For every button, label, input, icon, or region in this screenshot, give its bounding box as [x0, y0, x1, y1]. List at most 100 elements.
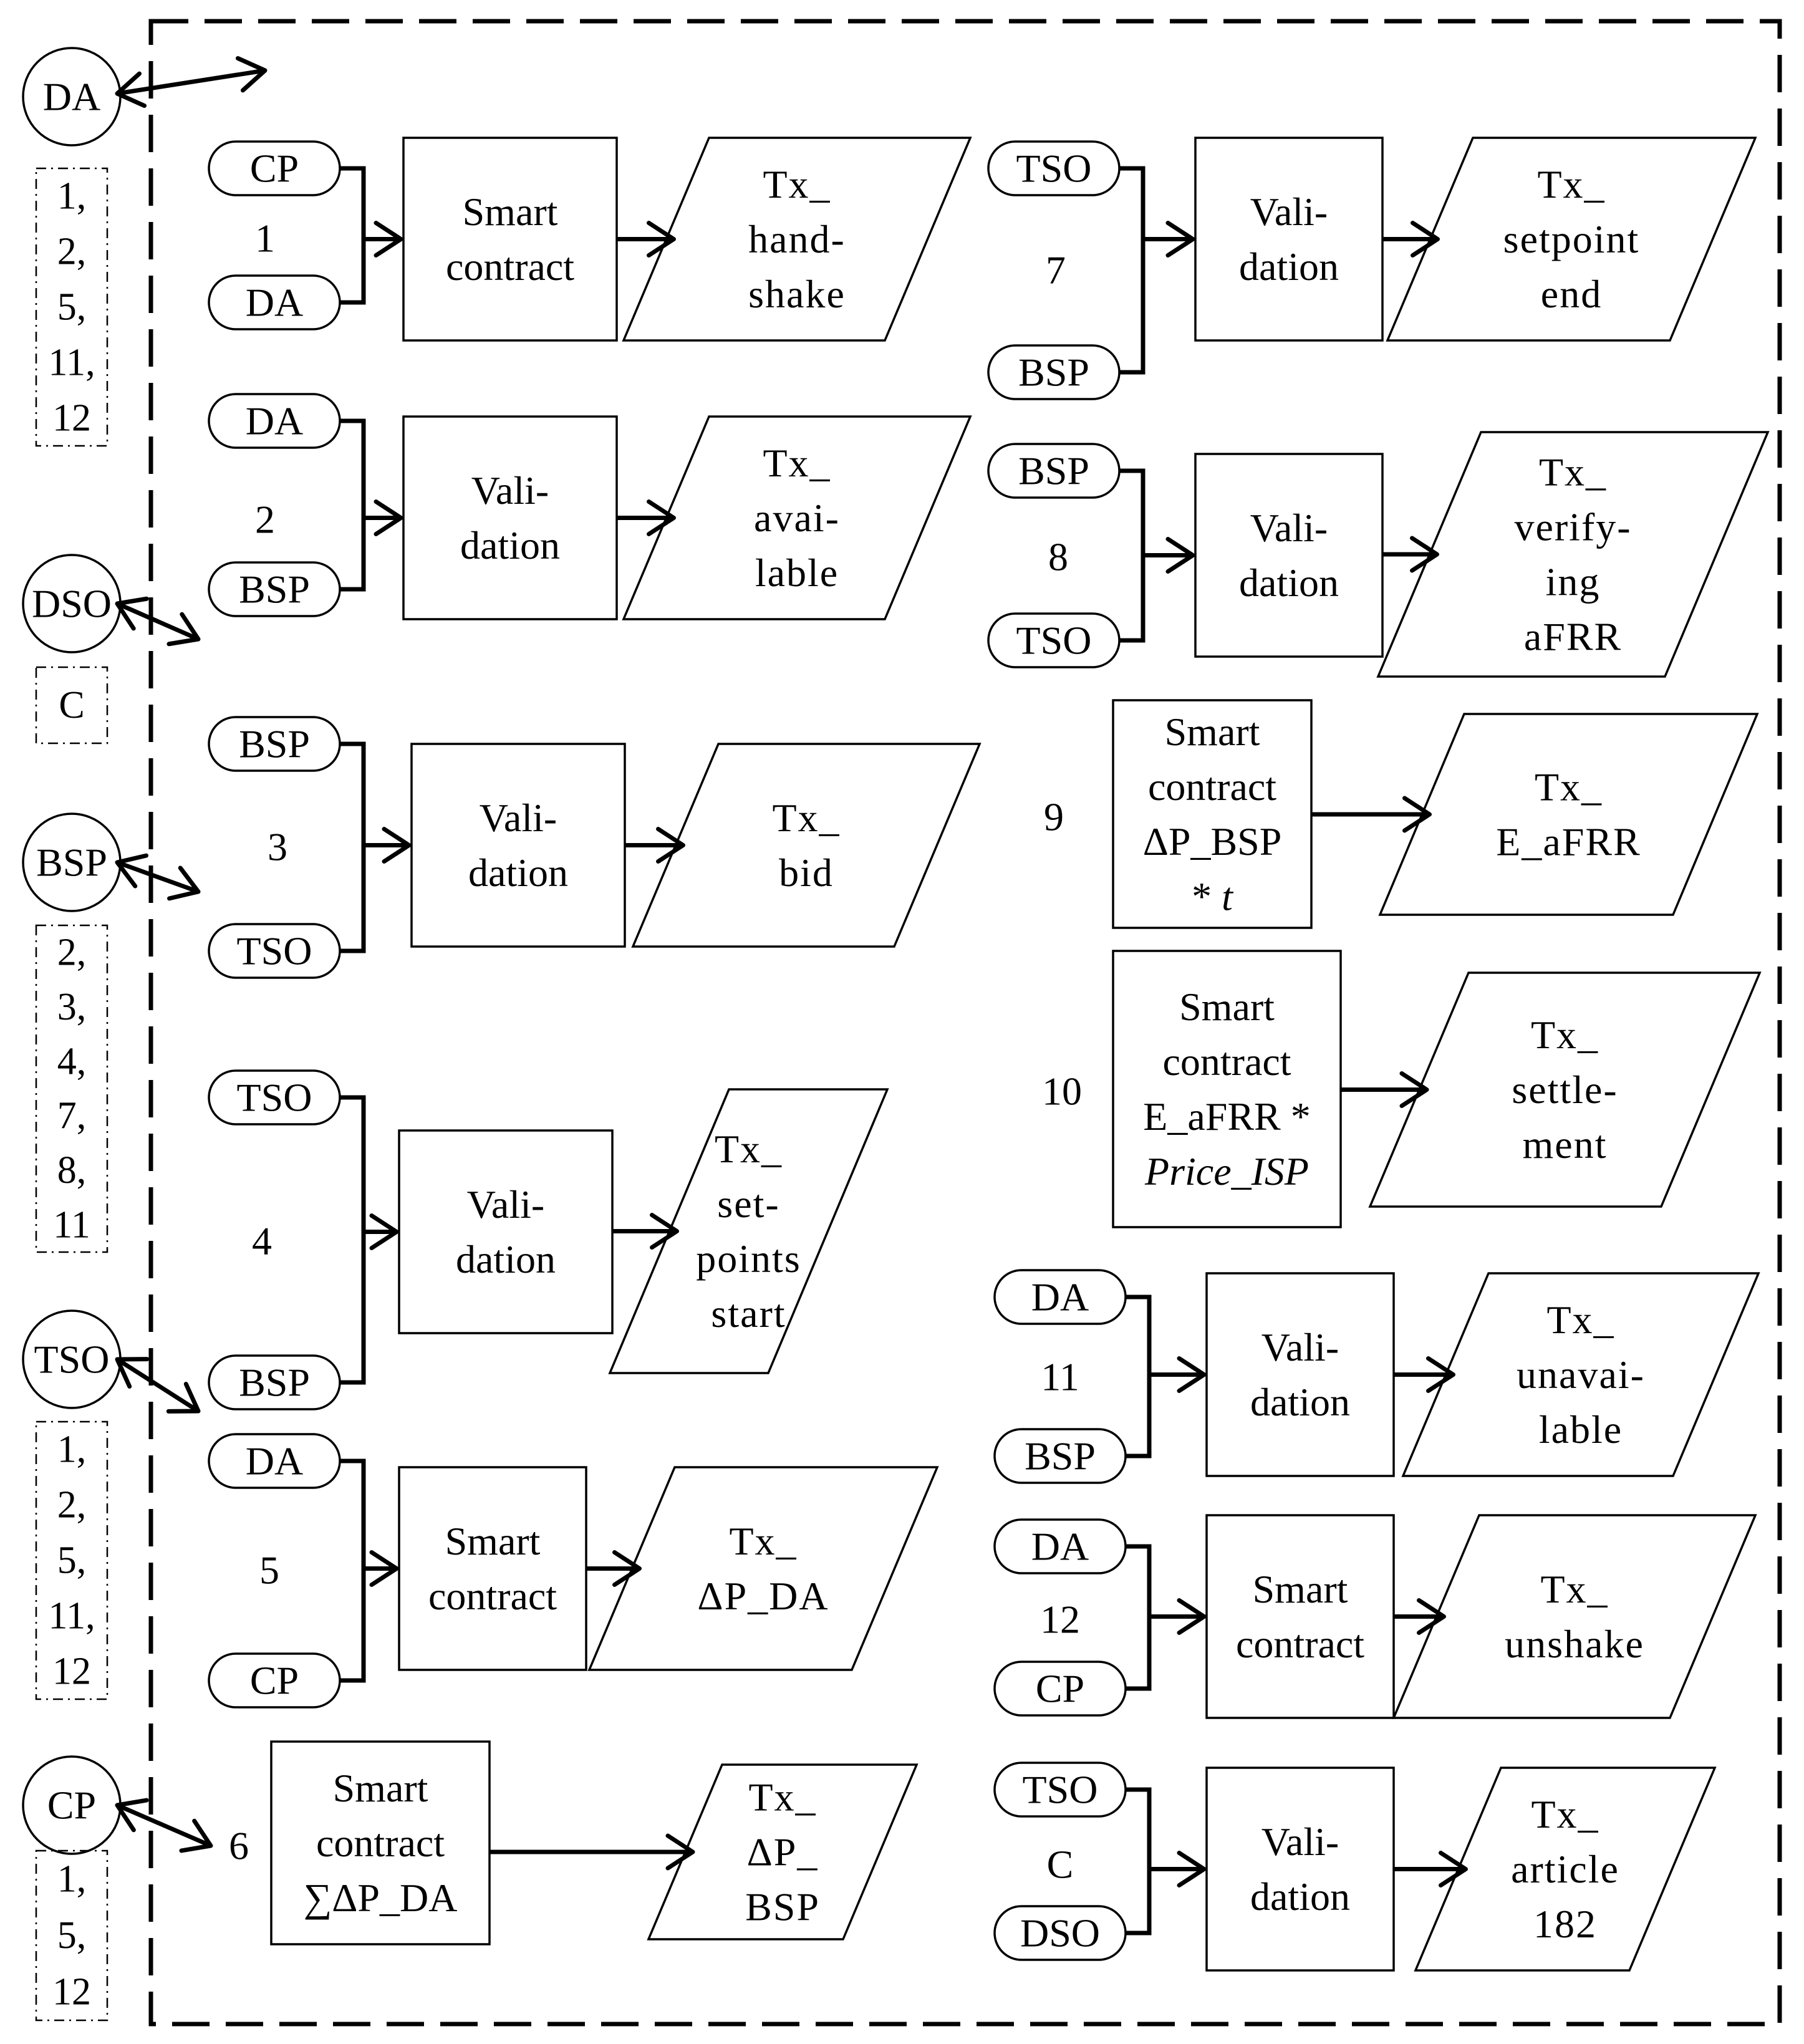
input-label: TSO — [1016, 619, 1092, 663]
output-transaction — [1368, 971, 1762, 1208]
input-bsp: BSP — [208, 716, 341, 772]
input-label: TSO — [1023, 1768, 1098, 1812]
arrow-head — [1165, 221, 1195, 258]
input-bracket — [1126, 1294, 1152, 1458]
output-transaction — [1376, 431, 1770, 678]
action-label: dation — [468, 851, 568, 895]
input-tso: TSO — [208, 1069, 341, 1126]
input-arrow — [364, 1550, 399, 1587]
input-label: DA — [246, 1439, 303, 1483]
input-bracket — [340, 1458, 366, 1683]
arrow-head — [650, 1213, 679, 1250]
action-label: Smart — [333, 1766, 428, 1810]
input-label: TSO — [237, 1076, 312, 1120]
action-label: contract — [428, 1574, 557, 1618]
output-transaction — [631, 743, 982, 948]
input-label: CP — [250, 147, 299, 191]
input-label: TSO — [237, 929, 312, 973]
action-label: Vali- — [1261, 1820, 1339, 1864]
input-bracket — [1126, 1787, 1152, 1936]
input-da: DA — [208, 274, 341, 330]
process-number: C — [1047, 1843, 1074, 1887]
input-bsp: BSP — [987, 443, 1121, 499]
actor-da: DA1,2,5,11,12 — [22, 47, 268, 447]
arrow-head — [612, 1550, 642, 1587]
action-label: Vali- — [1261, 1325, 1339, 1369]
actor-process-list: 1,2,5,11,12 — [35, 1420, 109, 1700]
output-label: set- — [717, 1182, 779, 1226]
input-cp: CP — [208, 1652, 341, 1709]
process-number: 7 — [1046, 248, 1066, 292]
input-label: BSP — [1025, 1434, 1096, 1478]
process-list-item: 7, — [57, 1095, 87, 1137]
process-list-item: C — [59, 684, 84, 726]
process-list-box — [35, 924, 109, 1253]
output-label: Tx_ — [772, 796, 840, 840]
action-label: E_aFRR * — [1143, 1094, 1310, 1139]
arrow-head — [179, 1818, 213, 1853]
output-label: hand- — [748, 217, 846, 261]
action-label: contract — [1162, 1039, 1291, 1084]
input-cp: CP — [208, 140, 341, 196]
output-arrow — [625, 827, 685, 864]
process-list-item: 12 — [52, 1651, 91, 1693]
process-list-item: 3, — [57, 986, 87, 1028]
input-label: BSP — [239, 722, 310, 766]
process-list-item: 8, — [57, 1149, 87, 1192]
output-label: lable — [755, 551, 839, 595]
action-box — [1112, 950, 1342, 1228]
action-box — [1194, 137, 1384, 342]
arrow-head — [1177, 1851, 1207, 1887]
arrow-head — [665, 1833, 695, 1871]
action-label: Vali- — [1250, 190, 1328, 234]
action-label: Vali- — [480, 796, 557, 840]
process-number: 1 — [255, 216, 275, 261]
output-label: Tx_ — [729, 1519, 797, 1563]
actor-link-arrow — [115, 1357, 201, 1414]
action-label: Smart — [1253, 1567, 1348, 1611]
input-dso: DSO — [993, 1905, 1127, 1961]
output-label: Tx_ — [1537, 162, 1605, 206]
process-list-item: 1, — [57, 175, 87, 218]
arrow-head — [166, 612, 201, 647]
input-bsp: BSP — [208, 1354, 341, 1410]
output-arrow — [617, 221, 676, 258]
action-box — [402, 137, 618, 342]
output-transaction — [608, 1088, 889, 1374]
action-box — [1194, 453, 1384, 658]
process-number: 3 — [268, 825, 287, 869]
output-label: Tx_ — [1539, 450, 1607, 494]
output-label: settle- — [1512, 1068, 1618, 1112]
process-number: 12 — [1040, 1598, 1080, 1642]
output-arrow — [617, 499, 676, 536]
actor-name: CP — [47, 1783, 96, 1828]
output-transaction — [587, 1466, 939, 1671]
input-da: DA — [993, 1518, 1127, 1574]
action-box — [398, 1129, 614, 1334]
action-label: dation — [1239, 561, 1339, 605]
output-transaction — [1401, 1272, 1760, 1477]
process-list-item: 5, — [57, 1914, 87, 1957]
process-number: 2 — [255, 498, 275, 542]
process-list-box — [35, 1849, 109, 2022]
output-arrow — [1382, 221, 1440, 258]
arrow-head — [374, 221, 403, 258]
arrow-head — [647, 221, 676, 258]
action-label: dation — [456, 1237, 556, 1281]
input-label: DA — [1031, 1275, 1089, 1319]
output-label: lable — [1539, 1407, 1623, 1452]
input-label: BSP — [239, 1361, 310, 1405]
arrow-head — [115, 1798, 149, 1833]
output-arrow — [1394, 1356, 1455, 1393]
arrow-head — [647, 499, 676, 536]
arrow-head — [115, 596, 149, 631]
output-label: unavai- — [1517, 1352, 1645, 1397]
output-label: points — [696, 1237, 801, 1281]
arrow-shaft — [117, 68, 266, 96]
arrow-head — [115, 853, 148, 889]
output-label: 182 — [1533, 1902, 1597, 1946]
